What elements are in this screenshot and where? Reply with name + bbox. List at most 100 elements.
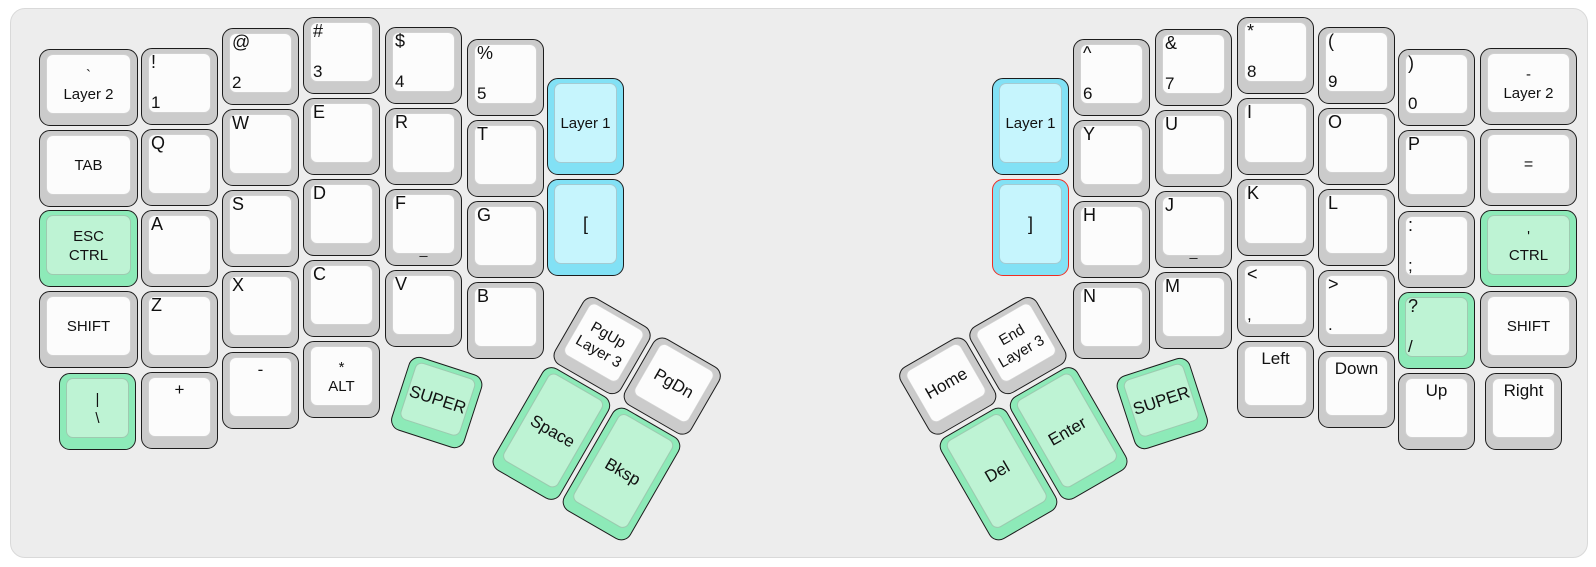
homing-mark: _: [419, 241, 428, 257]
keycap-top: [310, 103, 373, 163]
key-legend: ]: [993, 180, 1068, 269]
keycap-top: [392, 194, 455, 254]
key-semicolon[interactable]: :;: [1398, 211, 1475, 288]
key-t[interactable]: T: [467, 120, 544, 197]
keycap-top: [392, 275, 455, 335]
key-minus[interactable]: -: [222, 352, 299, 429]
keycap-top: [1244, 265, 1307, 325]
key-k[interactable]: K: [1237, 179, 1314, 256]
key-legend: Down: [1334, 359, 1379, 378]
key-n[interactable]: N: [1073, 282, 1150, 359]
key-slash[interactable]: ?/: [1398, 292, 1475, 369]
key-legend: TAB: [40, 131, 137, 200]
key-layer2-left[interactable]: `Layer 2: [39, 49, 138, 126]
key-legend-line: ESC: [73, 227, 104, 245]
keycap-top: [1244, 22, 1307, 82]
keycap-top: [229, 357, 292, 417]
key-h[interactable]: H: [1073, 201, 1150, 278]
key-legend-line: Layer 2: [63, 85, 114, 103]
keycap-top: [66, 378, 129, 438]
keycap-top: [392, 113, 455, 173]
key-shift-left[interactable]: SHIFT: [39, 291, 138, 368]
key-legend: M: [1165, 276, 1180, 296]
key-w[interactable]: W: [222, 109, 299, 186]
key-equals[interactable]: =: [1480, 129, 1577, 206]
key-p[interactable]: P: [1398, 130, 1475, 207]
key-layer1-left[interactable]: Layer 1: [547, 78, 624, 175]
key-pipe-backslash[interactable]: |\: [59, 373, 136, 450]
key-x[interactable]: X: [222, 271, 299, 348]
key-comma[interactable]: <,: [1237, 260, 1314, 337]
key-legend: *: [1247, 21, 1255, 41]
keycap-top: [310, 265, 373, 325]
keycap-top: [1405, 54, 1468, 114]
key-7[interactable]: &7: [1155, 29, 1232, 106]
key-m[interactable]: M: [1155, 272, 1232, 349]
key-v[interactable]: V: [385, 270, 462, 347]
key-quote-ctrl[interactable]: 'CTRL: [1480, 210, 1577, 287]
key-legend-line: ]: [1027, 214, 1033, 234]
key-legend-line: PgDn: [650, 364, 697, 403]
key-f[interactable]: F_: [385, 189, 462, 266]
key-c[interactable]: C: [303, 260, 380, 337]
key-b[interactable]: B: [467, 282, 544, 359]
key-u[interactable]: U: [1155, 110, 1232, 187]
key-e[interactable]: E: [303, 98, 380, 175]
key-legend: Left: [1261, 349, 1290, 368]
key-legend: R: [395, 112, 408, 132]
key-9[interactable]: (9: [1318, 27, 1395, 104]
key-z[interactable]: Z: [141, 291, 218, 368]
key-6[interactable]: ^6: [1073, 39, 1150, 116]
key-tab[interactable]: TAB: [39, 130, 138, 207]
key-legend: B: [477, 286, 490, 306]
key-shift-right[interactable]: SHIFT: [1480, 291, 1577, 368]
key-down-arrow[interactable]: Down: [1318, 351, 1395, 428]
key-legend: ,: [1247, 305, 1252, 324]
key-3[interactable]: #3: [303, 17, 380, 94]
keycap-top: [1487, 53, 1570, 113]
key-lbracket[interactable]: [: [547, 179, 624, 276]
key-a[interactable]: A: [141, 210, 218, 287]
key-legend-line: SUPER: [1130, 382, 1193, 419]
key-q[interactable]: Q: [141, 129, 218, 206]
key-j[interactable]: J_: [1155, 191, 1232, 268]
key-y[interactable]: Y: [1073, 120, 1150, 197]
key-left-arrow[interactable]: Left: [1237, 341, 1314, 418]
key-layer2-right[interactable]: -Layer 2: [1480, 48, 1577, 125]
key-g[interactable]: G: [467, 201, 544, 278]
key-d[interactable]: D: [303, 179, 380, 256]
key-1[interactable]: !1: [141, 48, 218, 125]
key-rbracket[interactable]: ]: [992, 179, 1069, 276]
key-8[interactable]: *8: [1237, 17, 1314, 94]
keycap-top: [229, 114, 292, 174]
key-legend: /: [1408, 337, 1413, 356]
key-period[interactable]: >.: [1318, 270, 1395, 347]
key-legend: 7: [1165, 74, 1175, 93]
key-r[interactable]: R: [385, 108, 462, 185]
key-legend: -Layer 2: [1481, 49, 1576, 118]
key-4[interactable]: $4: [385, 27, 462, 104]
key-super-left[interactable]: SUPER: [388, 354, 486, 452]
key-layer1-right[interactable]: Layer 1: [992, 78, 1069, 175]
key-legend-line: \: [95, 409, 100, 427]
keycap-top: [1487, 215, 1570, 275]
key-plus[interactable]: +: [141, 372, 218, 449]
key-legend: +: [174, 380, 185, 399]
key-s[interactable]: S: [222, 190, 299, 267]
key-0[interactable]: )0: [1398, 49, 1475, 126]
key-super-right[interactable]: SUPER: [1113, 355, 1211, 453]
key-o[interactable]: O: [1318, 108, 1395, 185]
key-i[interactable]: I: [1237, 98, 1314, 175]
key-5[interactable]: %5: [467, 39, 544, 116]
keycap-top: [1162, 277, 1225, 337]
key-star-alt[interactable]: *ALT: [303, 341, 380, 418]
key-legend: D: [313, 183, 326, 203]
key-2[interactable]: @2: [222, 28, 299, 105]
key-right-arrow[interactable]: Right: [1485, 373, 1562, 450]
key-legend: P: [1408, 134, 1421, 154]
key-legend-line: Layer 2: [1503, 84, 1554, 102]
key-up-arrow[interactable]: Up: [1398, 373, 1475, 450]
key-l[interactable]: L: [1318, 189, 1395, 266]
